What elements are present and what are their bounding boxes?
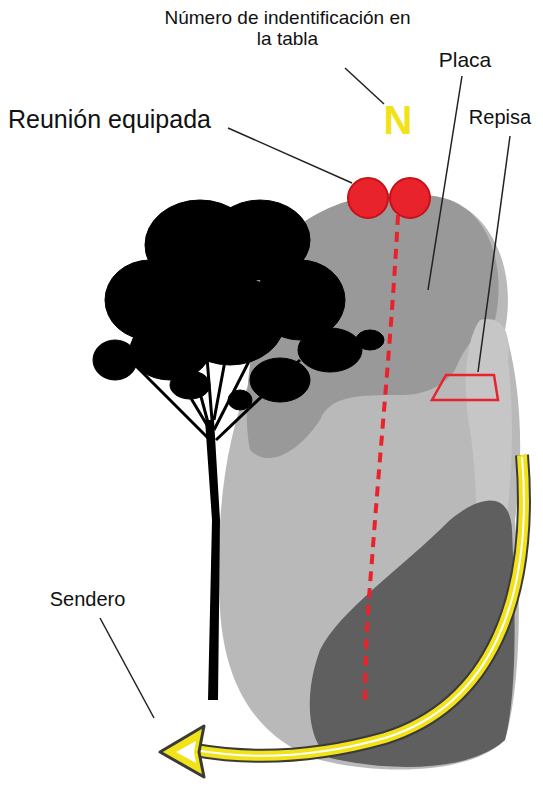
route-line (365, 215, 398, 705)
path-label: Sendero (40, 588, 135, 610)
ledge-label: Repisa (462, 106, 538, 128)
anchor-bolt (390, 178, 430, 218)
ledge-marker (432, 375, 498, 400)
anchor-bolt (348, 178, 388, 218)
descent-arrow (160, 455, 524, 777)
slab-label: Placa (430, 48, 500, 71)
tree-silhouette (93, 200, 384, 700)
id-number-note: Número de indentificación en la tabla (160, 8, 415, 50)
callout-number: N (378, 98, 418, 142)
anchor-label: Reunión equipada (8, 106, 233, 134)
leader-lines (100, 68, 510, 718)
